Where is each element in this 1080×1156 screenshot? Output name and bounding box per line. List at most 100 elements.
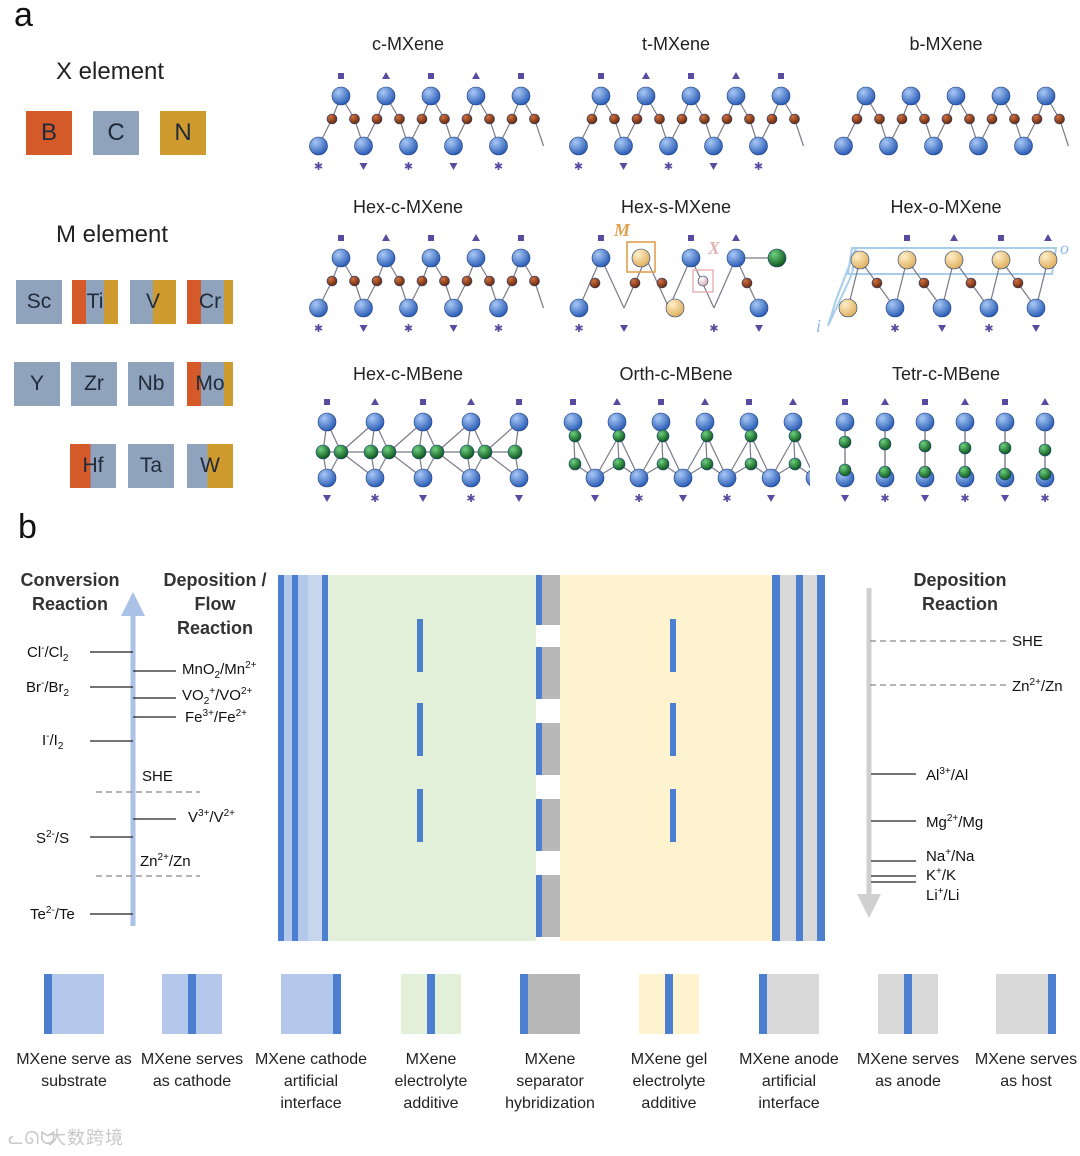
- terminal-group: [382, 234, 390, 241]
- metal-atom: [444, 136, 463, 156]
- x-atom: [721, 113, 733, 125]
- terminal-group: [767, 495, 775, 502]
- x-atom: [461, 275, 473, 287]
- x-atom: [918, 277, 930, 289]
- boron-atom: [568, 429, 582, 443]
- legend-swatch-host: [996, 974, 1056, 1034]
- terminal-group: [419, 495, 427, 502]
- metal-atom: [365, 412, 385, 432]
- terminal-group: [449, 163, 458, 170]
- metal-atom: [509, 468, 529, 488]
- metal-atom: [489, 298, 508, 318]
- legend-swatch-substrate: [44, 974, 104, 1034]
- structure-hex-c-mbene: ✱✱: [315, 398, 529, 502]
- boron-atom: [411, 444, 427, 460]
- boron-atom: [788, 429, 802, 443]
- boron-atom: [700, 429, 714, 443]
- metal-atom: [376, 86, 396, 106]
- x-atom: [744, 113, 755, 125]
- x-atom: [766, 113, 778, 125]
- x-atom: [506, 275, 518, 287]
- x-atom: [965, 277, 977, 289]
- m-element-y: Y: [14, 362, 60, 406]
- terminal-group: [1001, 495, 1009, 502]
- terminal-group: [679, 495, 687, 502]
- metal-atom: [835, 412, 855, 432]
- x-element-c: C: [93, 111, 139, 155]
- terminal-group: [324, 399, 330, 405]
- anolyte-region: [560, 575, 772, 941]
- panel-a-letter: a: [14, 0, 33, 34]
- terminal-group: [1044, 234, 1052, 241]
- metal-atom: [1035, 412, 1055, 432]
- boron-atom: [612, 457, 626, 471]
- terminal-group: [701, 398, 709, 405]
- x-atom: [484, 275, 495, 287]
- terminal-group: ✱: [314, 160, 323, 173]
- x-atom: [586, 113, 598, 125]
- legend-swatch-cathode-interface: [281, 974, 341, 1034]
- boron-atom: [918, 439, 932, 453]
- structure-t-mxene: ✱✱✱: [569, 72, 805, 173]
- terminal-group: [598, 73, 604, 79]
- legend-caption-electrolyte-additive: MXene electrolyte additive: [394, 1051, 468, 1112]
- metal-atom: [444, 298, 463, 318]
- structure-c-mxene: ✱ ✱ ✱: [309, 72, 545, 173]
- metal-atom: [421, 248, 441, 268]
- terminal-group: [420, 399, 426, 405]
- metal-atom: [466, 248, 486, 268]
- terminal-group: ✱: [494, 160, 503, 173]
- terminal-group: [467, 398, 475, 405]
- label-zn-right: Zn2+/Zn: [1012, 677, 1063, 695]
- battery-schematic: [276, 575, 828, 941]
- metal-atom: [376, 248, 396, 268]
- terminal-group: [658, 399, 664, 405]
- metal-atom: [636, 86, 656, 106]
- terminal-group: ✱: [370, 492, 379, 502]
- terminal-group: ✱: [1040, 492, 1049, 502]
- structure-tetr-c-mbene: ✱✱✱: [835, 398, 1055, 502]
- metal-atom: [317, 468, 337, 488]
- x-atom: [874, 113, 885, 125]
- metal-atom: [695, 412, 715, 432]
- boron-atom: [878, 437, 892, 451]
- metal-atom: [399, 298, 418, 318]
- terminal-group: [619, 163, 628, 170]
- x-atom: [654, 113, 665, 125]
- m-element-v: V: [130, 280, 176, 324]
- bond: [794, 435, 810, 469]
- label-s: S2-/S: [36, 829, 70, 847]
- surface-metal-atom: [631, 248, 651, 268]
- terminal-group: [998, 235, 1004, 241]
- deposition-reaction-header: Deposition Reaction: [913, 570, 1007, 614]
- structure-title-hex-c-mbene: Hex-c-MBene: [352, 364, 464, 384]
- metal-atom: [749, 298, 769, 318]
- terminal-group: [688, 73, 694, 79]
- x-atom: [851, 113, 863, 125]
- metal-atom: [509, 412, 529, 432]
- x-atom: [589, 277, 601, 289]
- anode-interface-layer: [772, 575, 780, 941]
- deposition-flow-header: Deposition / Flow Reaction: [163, 570, 267, 638]
- terminal-group: [472, 234, 480, 241]
- terminal-group: [1041, 398, 1049, 405]
- terminal-group: [789, 398, 797, 405]
- terminal-group: ✱: [404, 160, 413, 173]
- metal-atom: [365, 468, 385, 488]
- boron-atom: [656, 429, 670, 443]
- legend-swatch-anode: [878, 974, 938, 1034]
- boron-atom: [315, 444, 331, 460]
- metal-atom: [421, 86, 441, 106]
- legend-swatch-gel-electrolyte: [639, 974, 699, 1034]
- terminal-group: ✱: [709, 322, 718, 335]
- metal-atom: [569, 136, 588, 156]
- cathode-substrate-layer: [278, 575, 284, 941]
- surface-metal-atom: [897, 250, 917, 270]
- metal-atom: [955, 412, 975, 432]
- label-fe: Fe3+/Fe2+: [185, 708, 248, 726]
- terminal-group: [428, 73, 434, 79]
- metal-atom: [659, 136, 678, 156]
- structure-title-c-mxene: c-MXene: [371, 34, 445, 54]
- conversion-potential-axis: [90, 592, 200, 926]
- x-site-box: [692, 269, 714, 293]
